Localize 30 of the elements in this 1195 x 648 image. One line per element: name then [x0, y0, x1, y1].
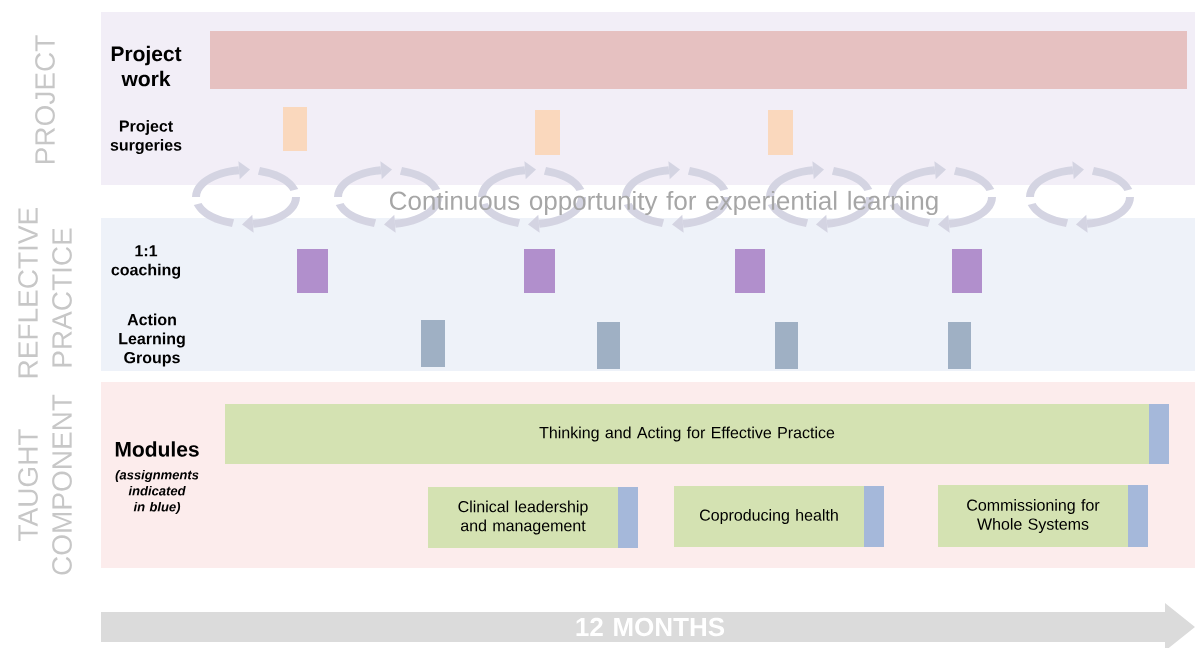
band-heading: PROJECT	[35, 35, 55, 164]
row-label: Project surgeries	[110, 120, 182, 154]
module-box: Thinking and Acting for Effective Practice	[225, 404, 1149, 464]
note-text: (assignments indicated in blue)	[115, 469, 199, 515]
module-box: Clinical leadership and management	[428, 487, 618, 548]
timeline-bar	[864, 486, 884, 547]
timeline-bar	[524, 249, 555, 293]
timeline-bar	[1128, 485, 1148, 547]
band-heading: TAUGHT COMPONENT	[18, 394, 72, 575]
row-label: Action Learning Groups	[119, 313, 185, 367]
module-box: Commissioning for Whole Systems	[938, 485, 1128, 547]
timeline-bar	[952, 249, 982, 293]
timeline-bar	[735, 249, 765, 293]
timeline-bar	[775, 322, 798, 369]
timeline-bar	[210, 31, 1187, 89]
timeline-bar	[768, 110, 793, 155]
timeline-bar	[618, 487, 638, 548]
band-heading: REFLECTIVE PRACTICE	[18, 208, 72, 378]
timeline-bar	[597, 322, 620, 369]
timeline-bar	[1149, 404, 1169, 464]
timeline-bar	[421, 320, 445, 367]
timeline-bar	[535, 110, 560, 155]
module-box: Coproducing health	[674, 486, 864, 547]
row-label: Modules	[115, 441, 199, 457]
row-label: Project work	[111, 45, 182, 87]
row-label: 1:1 coaching	[111, 245, 181, 279]
caption-text: Continuous opportunity for experiential learning	[390, 190, 938, 216]
timeline-bar	[948, 322, 971, 369]
timeline-bar	[283, 107, 307, 151]
timeline-bar	[297, 249, 328, 293]
